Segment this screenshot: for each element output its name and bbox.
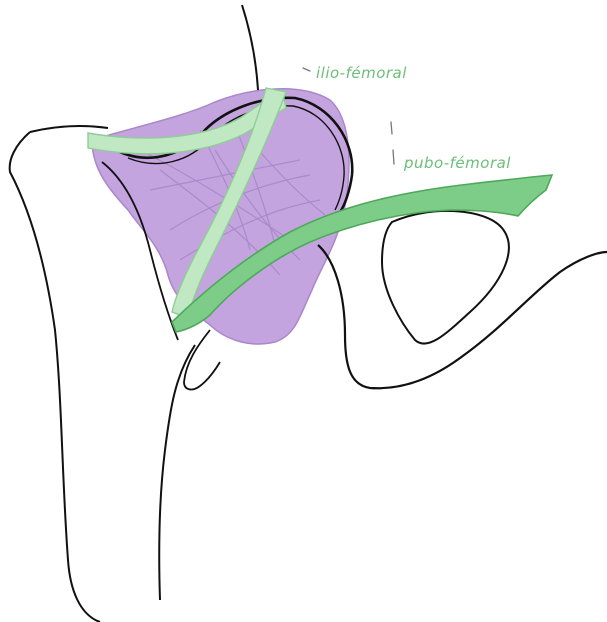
pelvis-iliac-line bbox=[242, 5, 258, 90]
label-pubo-femoral: pubo-fémoral bbox=[403, 154, 511, 172]
obturator-foramen bbox=[382, 211, 509, 344]
femur-top-outline bbox=[30, 126, 108, 132]
label-ilio-femoral: ilio-fémoral bbox=[316, 64, 407, 82]
femur-medial-outline bbox=[159, 345, 195, 600]
femur-outline bbox=[10, 132, 100, 622]
pelvis-lower-outline bbox=[318, 245, 607, 388]
lesser-trochanter bbox=[184, 330, 220, 389]
